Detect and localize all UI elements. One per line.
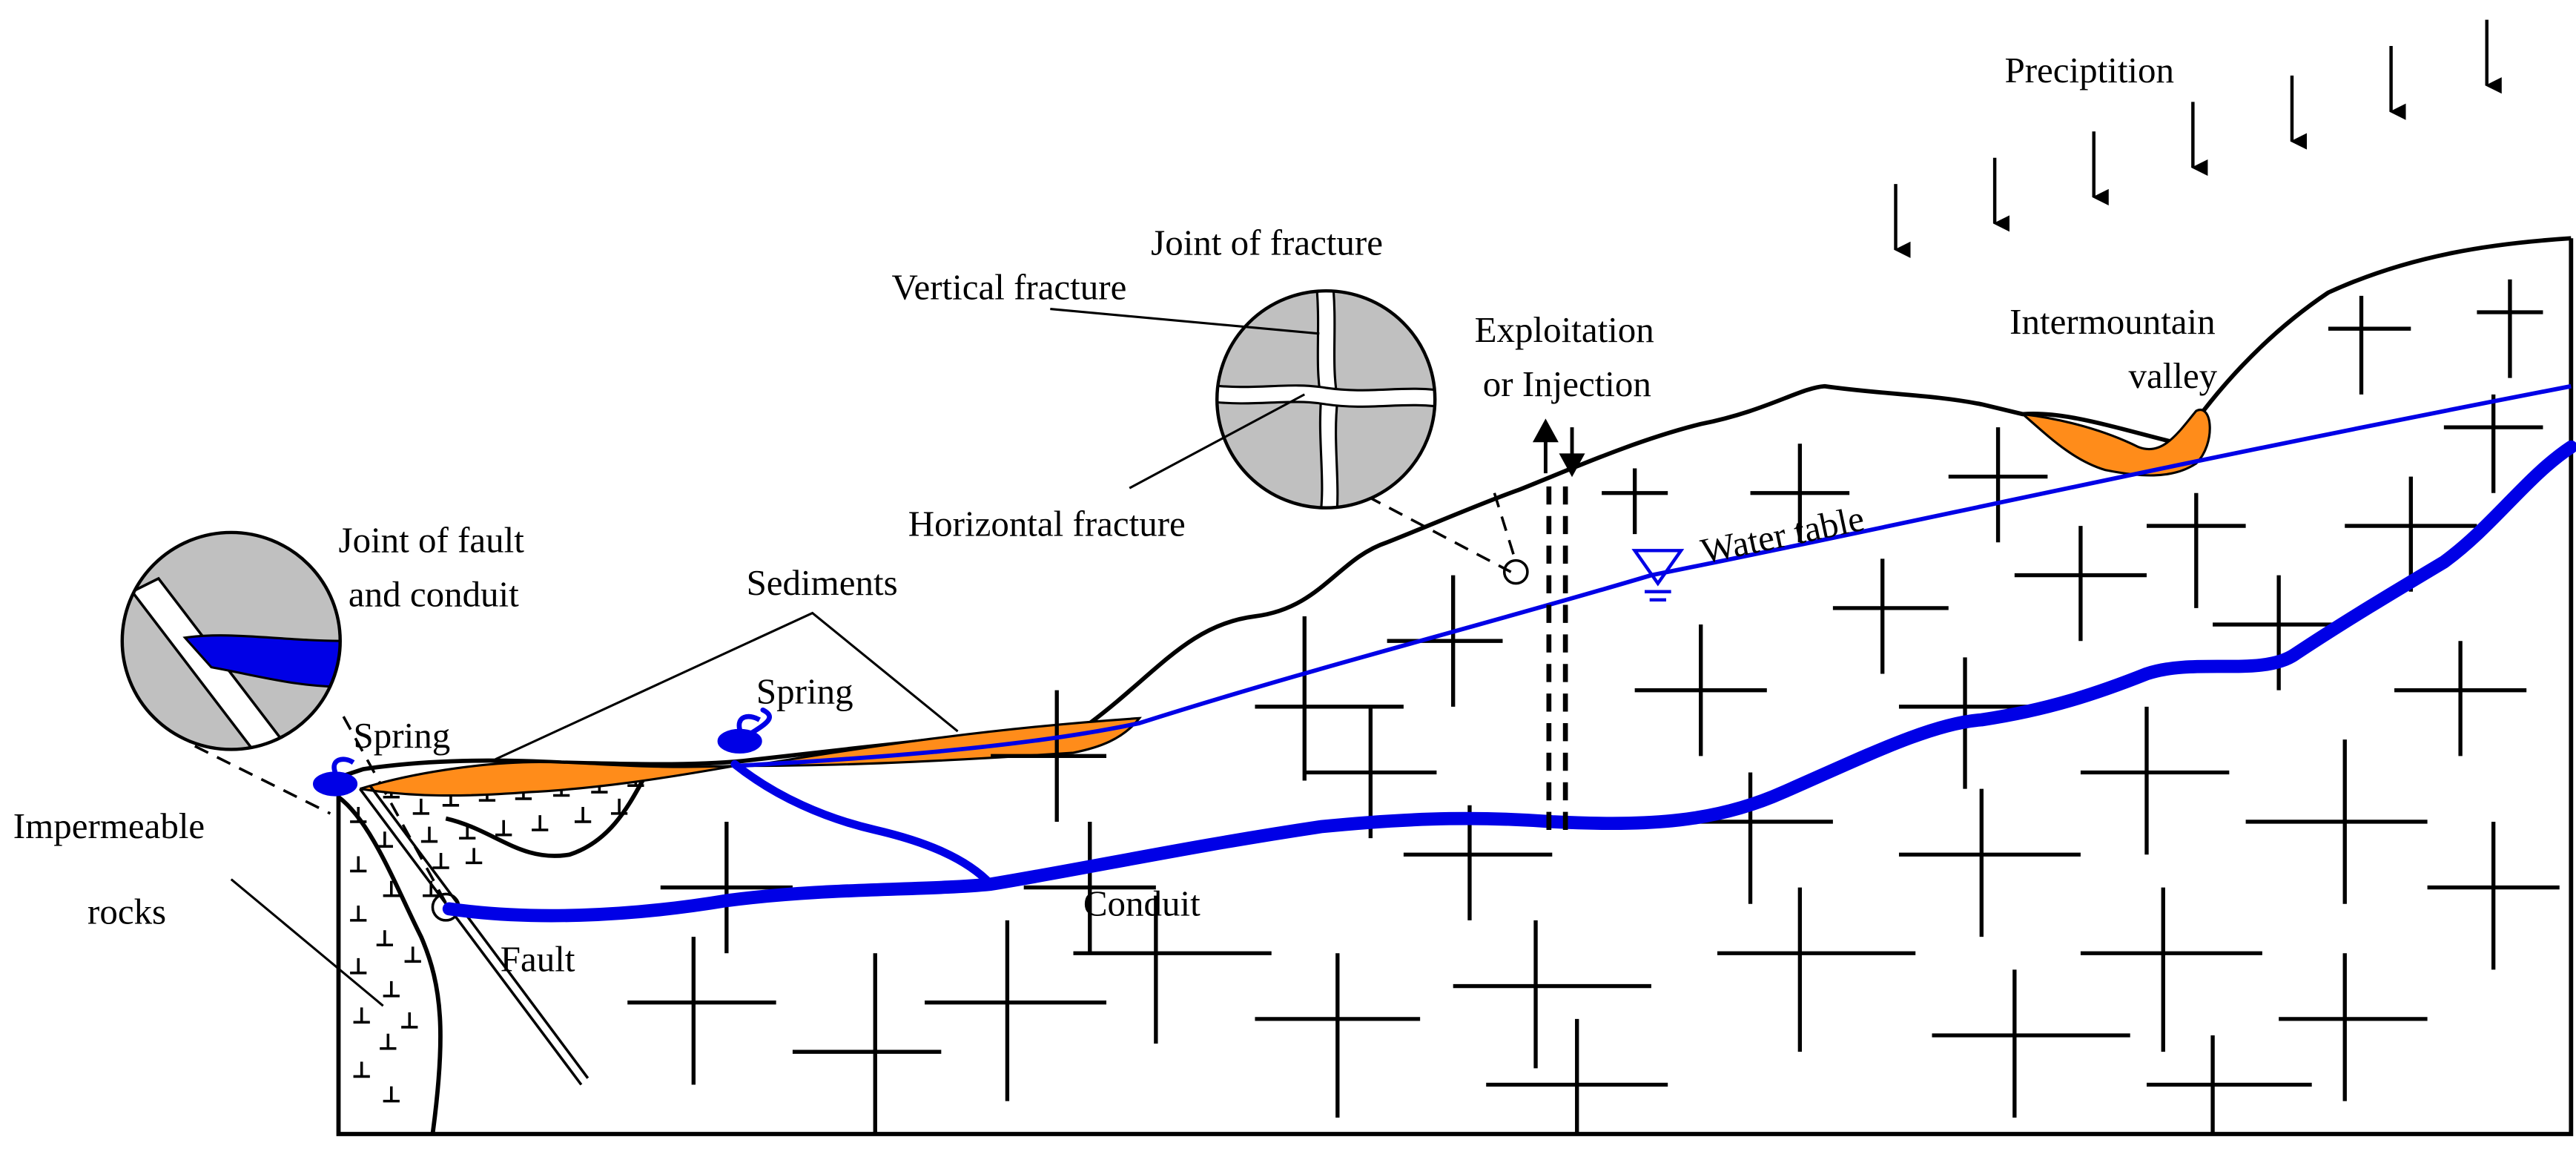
joint-fracture-label: Joint of fracture — [1151, 222, 1383, 263]
spring-feeder — [748, 707, 772, 736]
sediments-label: Sediments — [747, 562, 898, 603]
fracture-network — [627, 279, 2560, 1134]
spring-middle-label: Spring — [756, 671, 853, 712]
label-leaders — [230, 308, 1320, 1007]
spring-left-icon — [313, 756, 358, 797]
horizontal-fracture-leader — [1129, 393, 1306, 490]
impermeable-rocks-zone — [337, 762, 655, 1135]
intermountain-label-line1: Intermountain — [2009, 301, 2215, 342]
conduits — [442, 440, 2576, 923]
sediments-leader — [495, 611, 959, 761]
impermeable-leader — [230, 878, 384, 1007]
spring-middle-icon — [717, 713, 762, 754]
springs — [313, 713, 762, 797]
fracture-detail-circle — [1215, 289, 1437, 510]
fault-line — [359, 785, 589, 1086]
branch-conduit — [730, 759, 995, 889]
impermeable-label-line1: Impermeable — [13, 805, 205, 846]
impermeable-label-line2: rocks — [87, 891, 166, 932]
sediment-lens-valley — [2019, 409, 2211, 477]
exploitation-label-line1: Exploitation — [1475, 309, 1654, 350]
horizontal-fracture-label: Horizontal fracture — [908, 503, 1186, 544]
spring-left-label: Spring — [354, 715, 451, 756]
conduit-label: Conduit — [1083, 883, 1201, 923]
injection-arrows — [1532, 418, 1585, 478]
well — [1502, 418, 1585, 831]
precipitation-label: Preciptition — [2004, 50, 2174, 90]
sediment-lens-left — [360, 760, 736, 797]
water-table-label: Water table — [1697, 498, 1868, 572]
fracture-joint-marker — [1502, 558, 1529, 585]
fault-label: Fault — [501, 939, 575, 980]
vertical-fracture-label: Vertical fracture — [892, 266, 1127, 307]
exploitation-label-line2: or Injection — [1483, 363, 1651, 404]
joint-fault-label-line2: and conduit — [349, 574, 519, 615]
sediment-lens-middle — [750, 716, 1142, 768]
vertical-fracture-leader — [1050, 308, 1320, 335]
labels: Preciptition Joint of fracture Vertical … — [13, 50, 2218, 980]
block-border — [336, 238, 2574, 1136]
sediments — [360, 409, 2211, 797]
precipitation-arrows — [1894, 19, 2502, 258]
horizontal-fracture-crack — [1217, 383, 1436, 409]
leader-lines — [194, 492, 1518, 910]
main-conduit — [442, 440, 2576, 923]
intermountain-label-line2: valley — [2129, 355, 2218, 396]
joint-fault-label-line1: Joint of fault — [339, 520, 525, 561]
water-table-symbol — [1631, 549, 1685, 602]
fault-conduit-detail-circle — [120, 530, 342, 751]
water-table-line — [734, 383, 2572, 768]
